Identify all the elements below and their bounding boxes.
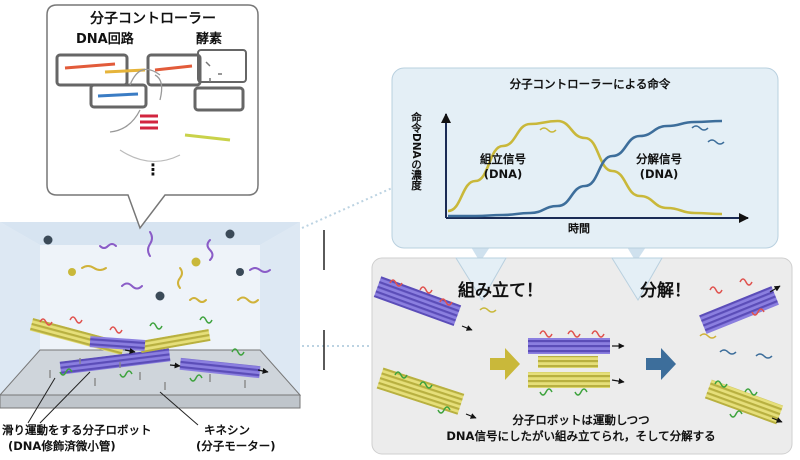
process-stage2-bundle: [528, 330, 625, 396]
ellipsis-mark: ⋮: [145, 160, 161, 179]
disassembly-signal-label: 分解信号(DNA): [636, 152, 682, 181]
chart-series-group: [447, 119, 723, 218]
chart-dna-decor: [539, 125, 725, 145]
chart-title: 分子コントローラーによる命令: [509, 77, 671, 91]
process-caption: 分子ロボットは運動しつつ DNA信号にしたがい組み立てられ，そして分解する: [446, 413, 716, 443]
dna-circuit-schematic: [55, 49, 247, 163]
disassembly-signal-curve: [447, 119, 723, 218]
enzyme-label: 酵素: [196, 32, 223, 47]
process-stage3-robots: [699, 278, 784, 425]
dotted-connectors: [301, 187, 393, 347]
assemble-label: 組み立て！: [458, 281, 543, 301]
disassemble-label: 分解！: [640, 281, 691, 301]
chart-panel: [391, 67, 779, 262]
chart-y-label: 命令DNAの濃度: [410, 112, 422, 191]
assemble-arrow: [490, 348, 520, 380]
assembly-signal-label: 組立信号(DNA): [480, 152, 526, 181]
caption-leader-lines: [27, 371, 199, 426]
solution-dna-strands: [81, 231, 271, 304]
assembly-signal-curve: [447, 119, 723, 216]
robot-caption: 滑り運動をする分子ロボット (DNA修飾済微小管): [2, 423, 152, 453]
floor-robots: [29, 316, 261, 382]
controller-title: 分子コントローラー: [90, 11, 216, 27]
experiment-box: [0, 222, 302, 409]
process-stage1-robots: [373, 276, 497, 419]
dna-circuit-label: DNA回路: [76, 32, 134, 47]
chart-x-label: 時間: [568, 222, 590, 235]
solution-particles: [43, 229, 244, 301]
kinesin-caption: キネシン (分子モーター): [196, 423, 276, 453]
motion-arrows-left: [124, 347, 269, 374]
kinesin-motors: [49, 358, 246, 390]
chart-axes: [441, 113, 749, 223]
disassemble-arrow: [646, 348, 676, 380]
